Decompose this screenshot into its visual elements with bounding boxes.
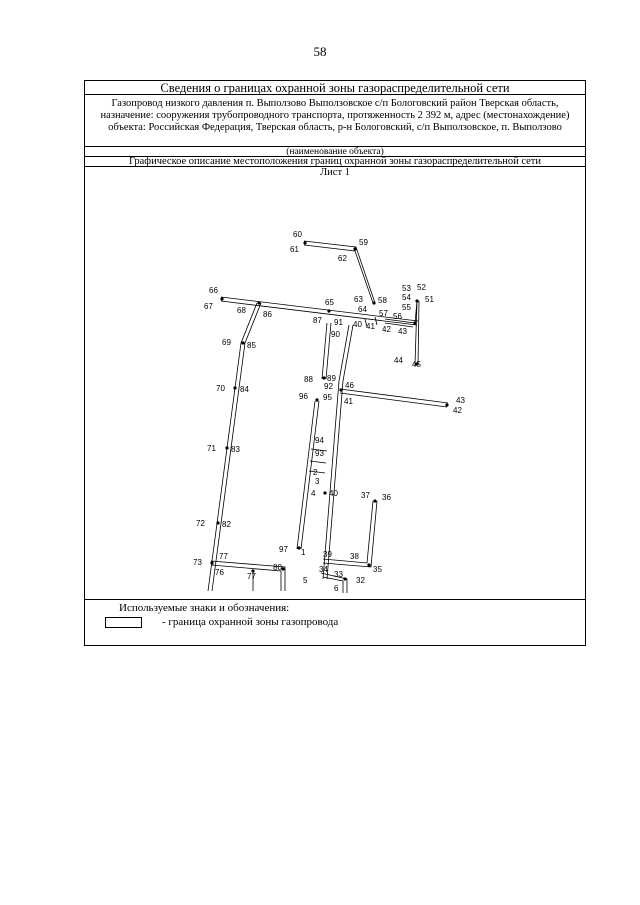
- legend: Используемые знаки и обозначения: - гран…: [85, 599, 585, 648]
- point-labels: 60 61 59 62 53 52 54 51 55 58 63 64 57 5…: [193, 230, 465, 593]
- point-label: 91: [334, 318, 343, 327]
- point-label: 83: [231, 445, 240, 454]
- point-label: 93: [315, 449, 324, 458]
- point-label: 62: [338, 254, 347, 263]
- object-description: Газопровод низкого давления п. Выползово…: [85, 95, 585, 147]
- point-label: 86: [263, 310, 272, 319]
- legend-item-label: - граница охранной зоны газопровода: [162, 616, 339, 628]
- point-label: 65: [325, 298, 334, 307]
- point-label: 45: [412, 360, 421, 369]
- sheet-label: Лист 1: [320, 167, 350, 178]
- point-label: 5: [303, 576, 308, 585]
- document-frame: Сведения о границах охранной зоны газора…: [84, 80, 586, 646]
- point-label: 41: [366, 322, 375, 331]
- point-label: 41: [344, 397, 353, 406]
- point-label: 2: [313, 468, 318, 477]
- point-label: 53: [402, 284, 411, 293]
- point-label: 55: [402, 303, 411, 312]
- point-label: 77: [219, 552, 228, 561]
- point-label: 80: [273, 563, 282, 572]
- point-label: 63: [354, 295, 363, 304]
- point-label: 1: [301, 548, 306, 557]
- point-label: 58: [378, 296, 387, 305]
- point-label: 64: [358, 305, 367, 314]
- point-label: 76: [215, 568, 224, 577]
- naming-caption: (наименование объекта): [85, 147, 585, 157]
- point-label: 59: [359, 238, 368, 247]
- point-label: 82: [222, 520, 231, 529]
- point-label: 32: [356, 576, 365, 585]
- point-label: 60: [293, 230, 302, 239]
- point-label: 85: [247, 341, 256, 350]
- vertex-markers: [210, 241, 449, 581]
- point-label: 69: [222, 338, 231, 347]
- point-label: 43: [456, 396, 465, 405]
- boundary-drawing: 60 61 59 62 53 52 54 51 55 58 63 64 57 5…: [193, 230, 465, 593]
- point-label: 61: [290, 245, 299, 254]
- point-label: 54: [402, 293, 411, 302]
- point-label: 39: [323, 550, 332, 559]
- point-label: 34: [319, 565, 328, 574]
- point-label: 3: [315, 477, 320, 486]
- point-label: 43: [398, 327, 407, 336]
- boundary-lines: [207, 240, 449, 593]
- point-label: 40: [329, 489, 338, 498]
- point-label: 51: [425, 295, 434, 304]
- point-label: 44: [394, 356, 403, 365]
- object-line-1: Газопровод низкого давления п. Выползово…: [111, 98, 559, 109]
- point-label: 38: [350, 552, 359, 561]
- point-label: 72: [196, 519, 205, 528]
- point-label: 67: [204, 302, 213, 311]
- point-label: 71: [207, 444, 216, 453]
- point-label: 37: [361, 491, 370, 500]
- point-label: 56: [393, 312, 402, 321]
- point-label: 42: [453, 406, 462, 415]
- point-label: 95: [323, 393, 332, 402]
- point-label: 96: [299, 392, 308, 401]
- legend-symbol-rectangle: [105, 617, 142, 628]
- point-label: 35: [373, 565, 382, 574]
- point-label: 68: [237, 306, 246, 315]
- legend-title: Используемые знаки и обозначения:: [119, 602, 290, 614]
- page-number: 58: [313, 44, 327, 59]
- point-label: 88: [304, 375, 313, 384]
- document-title: Сведения о границах охранной зоны газора…: [85, 81, 585, 95]
- point-label: 92: [324, 382, 333, 391]
- point-label: 6: [334, 584, 339, 593]
- point-label: 94: [315, 436, 324, 445]
- object-line-2: назначение: сооружения трубопроводного т…: [100, 110, 570, 122]
- point-label: 97: [279, 545, 288, 554]
- point-label: 40: [353, 320, 362, 329]
- point-label: 42: [382, 325, 391, 334]
- point-label: 57: [379, 309, 388, 318]
- point-label: 4: [311, 489, 316, 498]
- point-label: 77: [247, 572, 256, 581]
- point-label: 70: [216, 384, 225, 393]
- point-label: 89: [327, 374, 336, 383]
- point-label: 36: [382, 493, 391, 502]
- point-label: 46: [345, 381, 354, 390]
- point-label: 84: [240, 385, 249, 394]
- point-label: 73: [193, 558, 202, 567]
- point-label: 90: [331, 330, 340, 339]
- graphic-title: Графическое описание местоположения гран…: [85, 156, 585, 167]
- object-line-3: объекта: Российская Федерация, Тверская …: [108, 122, 562, 134]
- point-label: 87: [313, 316, 322, 325]
- point-label: 33: [334, 570, 343, 579]
- point-label: 52: [417, 283, 426, 292]
- point-label: 66: [209, 286, 218, 295]
